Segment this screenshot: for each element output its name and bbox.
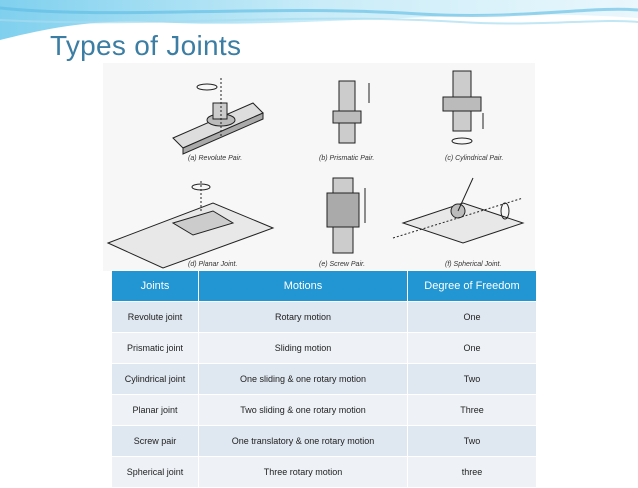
table-row: Revolute joint Rotary motion One: [111, 301, 537, 333]
header-swoosh-decoration: [0, 0, 638, 40]
caption-planar-joint: (d) Planar Joint.: [188, 261, 238, 268]
joint-types-figure: (a) Revolute Pair. (b) Prismatic Pair. (…: [103, 63, 535, 271]
spherical-joint-diagram: [392, 177, 525, 244]
table-row: Cylindrical joint One sliding & one rota…: [111, 363, 537, 395]
caption-screw-pair: (e) Screw Pair.: [319, 261, 366, 268]
cell-motion: One translatory & one rotary motion: [198, 425, 408, 457]
cell-motion: Sliding motion: [198, 332, 408, 364]
table-row: Spherical joint Three rotary motion thre…: [111, 456, 537, 488]
table-row: Screw pair One translatory & one rotary …: [111, 425, 537, 457]
table-row: Planar joint Two sliding & one rotary mo…: [111, 394, 537, 426]
cylindrical-pair-diagram: [442, 70, 484, 145]
cell-joint: Cylindrical joint: [111, 363, 199, 395]
caption-spherical-joint: (f) Spherical Joint.: [445, 261, 502, 268]
cell-motion: Rotary motion: [198, 301, 408, 333]
table-row: Prismatic joint Sliding motion One: [111, 332, 537, 364]
joint-diagrams: [106, 70, 525, 269]
caption-cylindrical-pair: (c) Cylindrical Pair.: [445, 155, 504, 162]
header-joints: Joints: [111, 270, 199, 302]
cell-dof: Two: [407, 425, 537, 457]
revolute-pair-diagram: [172, 78, 264, 155]
cell-dof: three: [407, 456, 537, 488]
cell-joint: Prismatic joint: [111, 332, 199, 364]
header-motions: Motions: [198, 270, 408, 302]
cell-joint: Revolute joint: [111, 301, 199, 333]
cell-dof: One: [407, 301, 537, 333]
table-header-row: Joints Motions Degree of Freedom: [111, 270, 537, 302]
cell-joint: Spherical joint: [111, 456, 199, 488]
cell-dof: One: [407, 332, 537, 364]
cell-joint: Screw pair: [111, 425, 199, 457]
cell-motion: Three rotary motion: [198, 456, 408, 488]
cell-dof: Three: [407, 394, 537, 426]
screw-pair-diagram: [326, 177, 366, 254]
cell-joint: Planar joint: [111, 394, 199, 426]
cell-motion: One sliding & one rotary motion: [198, 363, 408, 395]
planar-joint-diagram: [106, 181, 275, 269]
caption-prismatic-pair: (b) Prismatic Pair.: [319, 155, 375, 162]
slide-title: Types of Joints: [50, 30, 242, 61]
cell-motion: Two sliding & one rotary motion: [198, 394, 408, 426]
joints-table: Joints Motions Degree of Freedom Revolut…: [111, 270, 537, 488]
prismatic-pair-diagram: [332, 80, 370, 144]
header-degree-of-freedom: Degree of Freedom: [407, 270, 537, 302]
caption-revolute-pair: (a) Revolute Pair.: [188, 155, 243, 162]
cell-dof: Two: [407, 363, 537, 395]
